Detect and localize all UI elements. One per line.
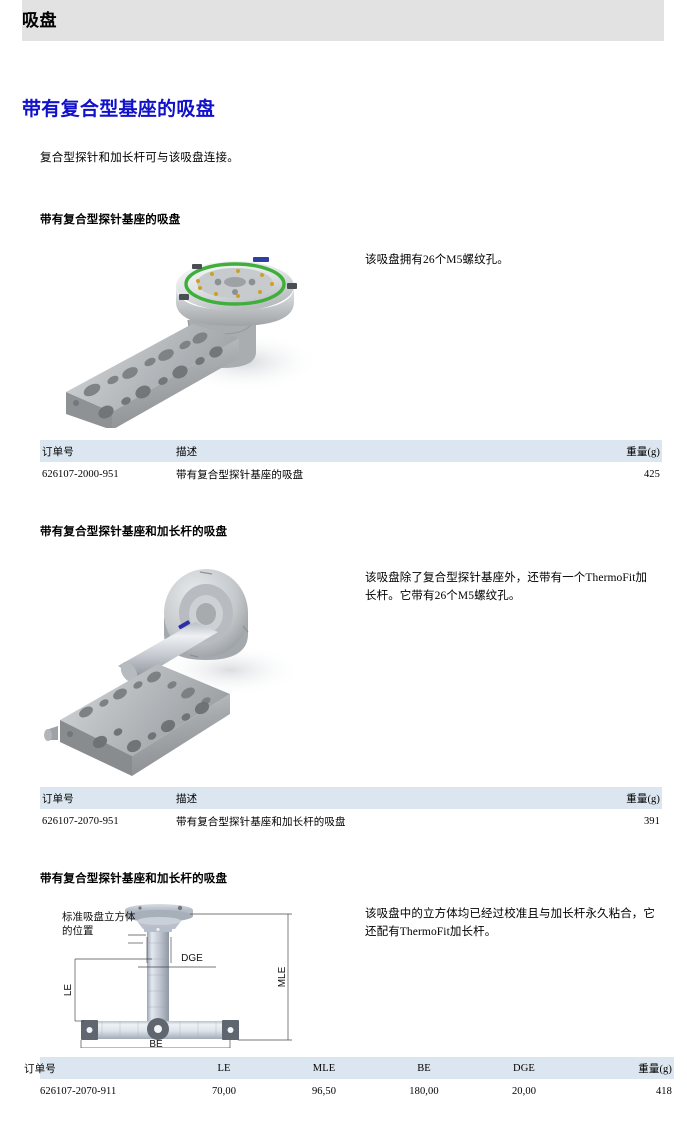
column-header-description: 描述 [174,440,573,462]
column-header-order-number: 订单号 [40,787,174,809]
spec-table-3: 订单号 LE MLE BE DGE 重量(g) 626107-2070-911 … [22,1057,674,1102]
dimension-label-mle: MLE [277,966,288,987]
figure-1 [40,240,331,428]
column-header-order-number: 订单号 [22,1057,174,1079]
column-header-le: LE [174,1057,274,1079]
table-row: 626107-2070-911 70,00 96,50 180,00 20,00… [22,1079,674,1102]
section-1-description: 该吸盘拥有26个M5螺纹孔。 [365,254,509,266]
cell-description: 带有复合型探针基座和加长杆的吸盘 [176,816,346,828]
cell-le: 70,00 [211,1085,237,1097]
column-header-mle: MLE [274,1057,374,1079]
section-2-description: 该吸盘除了复合型探针基座外，还带有一个ThermoFit加长杆。它带有26个M5… [365,572,648,602]
cell-be: 180,00 [409,1085,439,1097]
running-header-bar: 吸盘 [22,0,664,41]
cell-order-number: 626107-2000-951 [42,468,119,480]
cell-dge: 20,00 [511,1085,537,1097]
spec-table-1: 订单号 描述 重量(g) 626107-2000-951 带有复合型探针基座的吸… [40,440,662,485]
figure-2 [40,560,331,786]
running-header-title: 吸盘 [22,11,57,30]
cell-mle: 96,50 [311,1085,337,1097]
page-title: 带有复合型基座的吸盘 [22,99,216,120]
section-3-description: 该吸盘中的立方体均已经过校准且与加长杆永久粘合，它还配有ThermoFit加长杆… [365,908,655,938]
dimension-label-dge: DGE [181,953,203,964]
column-header-order-number: 订单号 [40,440,174,462]
cell-description: 带有复合型探针基座的吸盘 [176,469,304,481]
cell-order-number: 626107-2070-911 [40,1085,117,1097]
column-header-weight: 重量(g) [573,440,662,462]
figure-3: MLE LE DGE BE [40,897,332,1048]
photo-chuck-with-composite-stylus-base-and-extension [40,560,331,786]
drawing-chuck-dimensions: MLE LE DGE BE [40,897,332,1048]
table-header-row: 订单号 LE MLE BE DGE 重量(g) [22,1057,674,1079]
spec-table-2: 订单号 描述 重量(g) 626107-2070-951 带有复合型探针基座和加… [40,787,662,832]
photo-chuck-with-composite-stylus-base [40,240,331,428]
dimension-label-le: LE [63,984,74,997]
chapter-lead-paragraph: 复合型探针和加长杆可与该吸盘连接。 [40,152,239,164]
section-3-heading: 带有复合型探针基座和加长杆的吸盘 [40,873,228,885]
cell-order-number: 626107-2070-951 [42,815,119,827]
column-header-be: BE [374,1057,474,1079]
section-1-heading: 带有复合型探针基座的吸盘 [40,214,181,226]
table-row: 626107-2070-951 带有复合型探针基座和加长杆的吸盘 391 [40,809,662,832]
table-header-row: 订单号 描述 重量(g) [40,440,662,462]
cell-weight: 391 [643,815,660,827]
drawing-callout-label: 标准吸盘立方体的位置 [62,912,136,938]
column-header-weight: 重量(g) [573,787,662,809]
dimension-label-be: BE [149,1039,163,1048]
section-2-heading: 带有复合型探针基座和加长杆的吸盘 [40,526,228,538]
cell-weight: 425 [643,468,660,480]
cell-weight: 418 [655,1085,672,1097]
column-header-weight: 重量(g) [574,1057,674,1079]
column-header-description: 描述 [174,787,573,809]
table-header-row: 订单号 描述 重量(g) [40,787,662,809]
table-row: 626107-2000-951 带有复合型探针基座的吸盘 425 [40,462,662,485]
column-header-dge: DGE [474,1057,574,1079]
